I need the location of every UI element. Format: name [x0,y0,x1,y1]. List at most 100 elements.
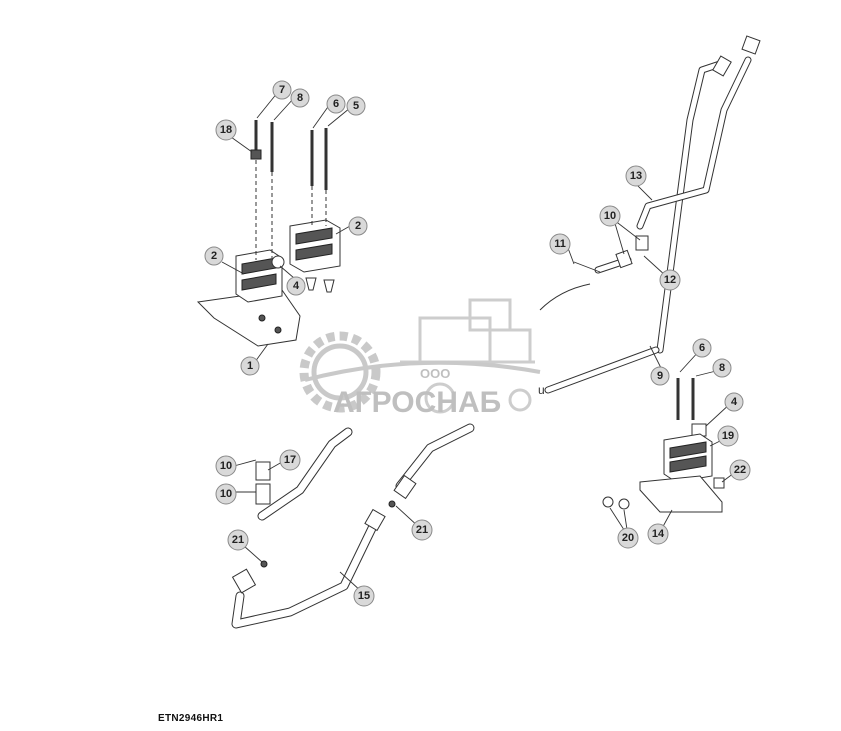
callout-18: 18 [215,119,237,141]
callout-5: 5 [346,96,366,116]
nut-4 [271,255,285,269]
callout-12: 12 [659,269,681,291]
callout-2: 2 [204,246,224,266]
hose-15 [231,515,381,629]
svg-text:4: 4 [731,396,738,408]
fitting-hose-15 [364,508,386,532]
nut-4-lower [305,277,317,291]
callout-8: 8 [712,358,732,378]
svg-text:21: 21 [416,524,428,536]
svg-text:2: 2 [211,250,217,262]
leader [233,459,257,467]
leader [267,461,283,471]
callout-7: 7 [272,80,292,100]
hose-upper-inner [396,424,474,490]
clamp-block-right-channel [295,243,333,261]
tube-9-inner [545,347,659,393]
svg-text:20: 20 [622,532,634,544]
leader [243,545,263,563]
hydraulic-tubes: u [538,35,761,397]
fitting-10 [615,249,633,269]
callouts: 1 2 2 4 4 5 6 6 7 8 8 9 10 10 10 11 12 1… [204,80,751,607]
svg-text:6: 6 [699,342,705,354]
svg-text:10: 10 [220,460,232,472]
tube-11-outline [539,283,591,311]
leader [567,247,575,265]
tube-13-inner [637,57,751,229]
o-ring-21 [260,560,268,568]
nut-20 [602,496,614,508]
leader [279,265,295,279]
callout-4: 4 [724,392,744,412]
hose-17-inner [258,428,352,520]
callout-10: 10 [215,483,237,505]
svg-text:7: 7 [279,84,285,96]
break-mark: u [538,383,545,397]
callout-15: 15 [353,585,375,607]
clamp-block-19-channel [669,441,707,459]
svg-text:12: 12 [664,274,676,286]
o-ring-21 [388,500,396,508]
callout-22: 22 [729,459,751,481]
svg-text:4: 4 [293,280,300,292]
callout-2: 2 [348,216,368,236]
leader [335,225,351,235]
svg-text:19: 19 [722,430,734,442]
svg-text:13: 13 [630,170,642,182]
fitting-hose-15-end [231,568,257,594]
plate-hole [274,326,282,334]
callout-11: 11 [549,233,571,255]
leader [613,219,625,255]
tube-a-inner [657,61,723,353]
callout-6: 6 [326,94,346,114]
callout-4: 4 [286,276,306,296]
svg-text:10: 10 [220,488,232,500]
svg-text:18: 18 [220,124,232,136]
bracket-plate-assembly [196,120,341,347]
tube-end-fitting [712,55,732,77]
callout-9: 9 [650,366,670,386]
fitting-hose-upper [393,474,417,500]
svg-text:8: 8 [297,92,303,104]
bolt-22 [713,477,725,489]
hose-15-inner [232,516,380,628]
watermark: ООО АГРОСНАБ [299,298,541,419]
callout-19: 19 [717,425,739,447]
bracket-14 [639,475,723,513]
svg-text:17: 17 [284,454,296,466]
callout-21: 21 [227,529,249,551]
watermark-gear-icon [299,331,381,413]
hoses [231,423,475,629]
svg-text:14: 14 [652,528,665,540]
callout-17: 17 [279,449,301,471]
svg-text:2: 2 [355,220,361,232]
callout-14: 14 [647,523,669,545]
leader [327,107,351,127]
leader [221,261,245,275]
svg-text:11: 11 [554,238,566,250]
nut-18 [250,149,262,160]
clamp-block-19-channel [669,455,707,473]
callout-8: 8 [290,88,310,108]
leader [256,91,279,119]
fitting-10-lower [255,483,271,505]
callout-6: 6 [692,338,712,358]
svg-text:22: 22 [734,464,746,476]
leader [643,255,667,277]
svg-text:5: 5 [353,100,359,112]
svg-text:15: 15 [358,590,370,602]
clamp-block-right-channel [295,227,333,245]
tube-13 [636,56,752,230]
nut-20 [618,498,630,510]
svg-text:1: 1 [247,360,253,372]
svg-text:21: 21 [232,534,244,546]
svg-text:6: 6 [333,98,339,110]
leader [613,219,641,241]
watermark-swoosh [304,360,541,382]
plate-hole [258,314,266,322]
callout-10: 10 [599,205,621,227]
leader [573,261,601,273]
drawing-code: ETN2946HR1 [158,713,224,724]
svg-text:9: 9 [657,370,663,382]
